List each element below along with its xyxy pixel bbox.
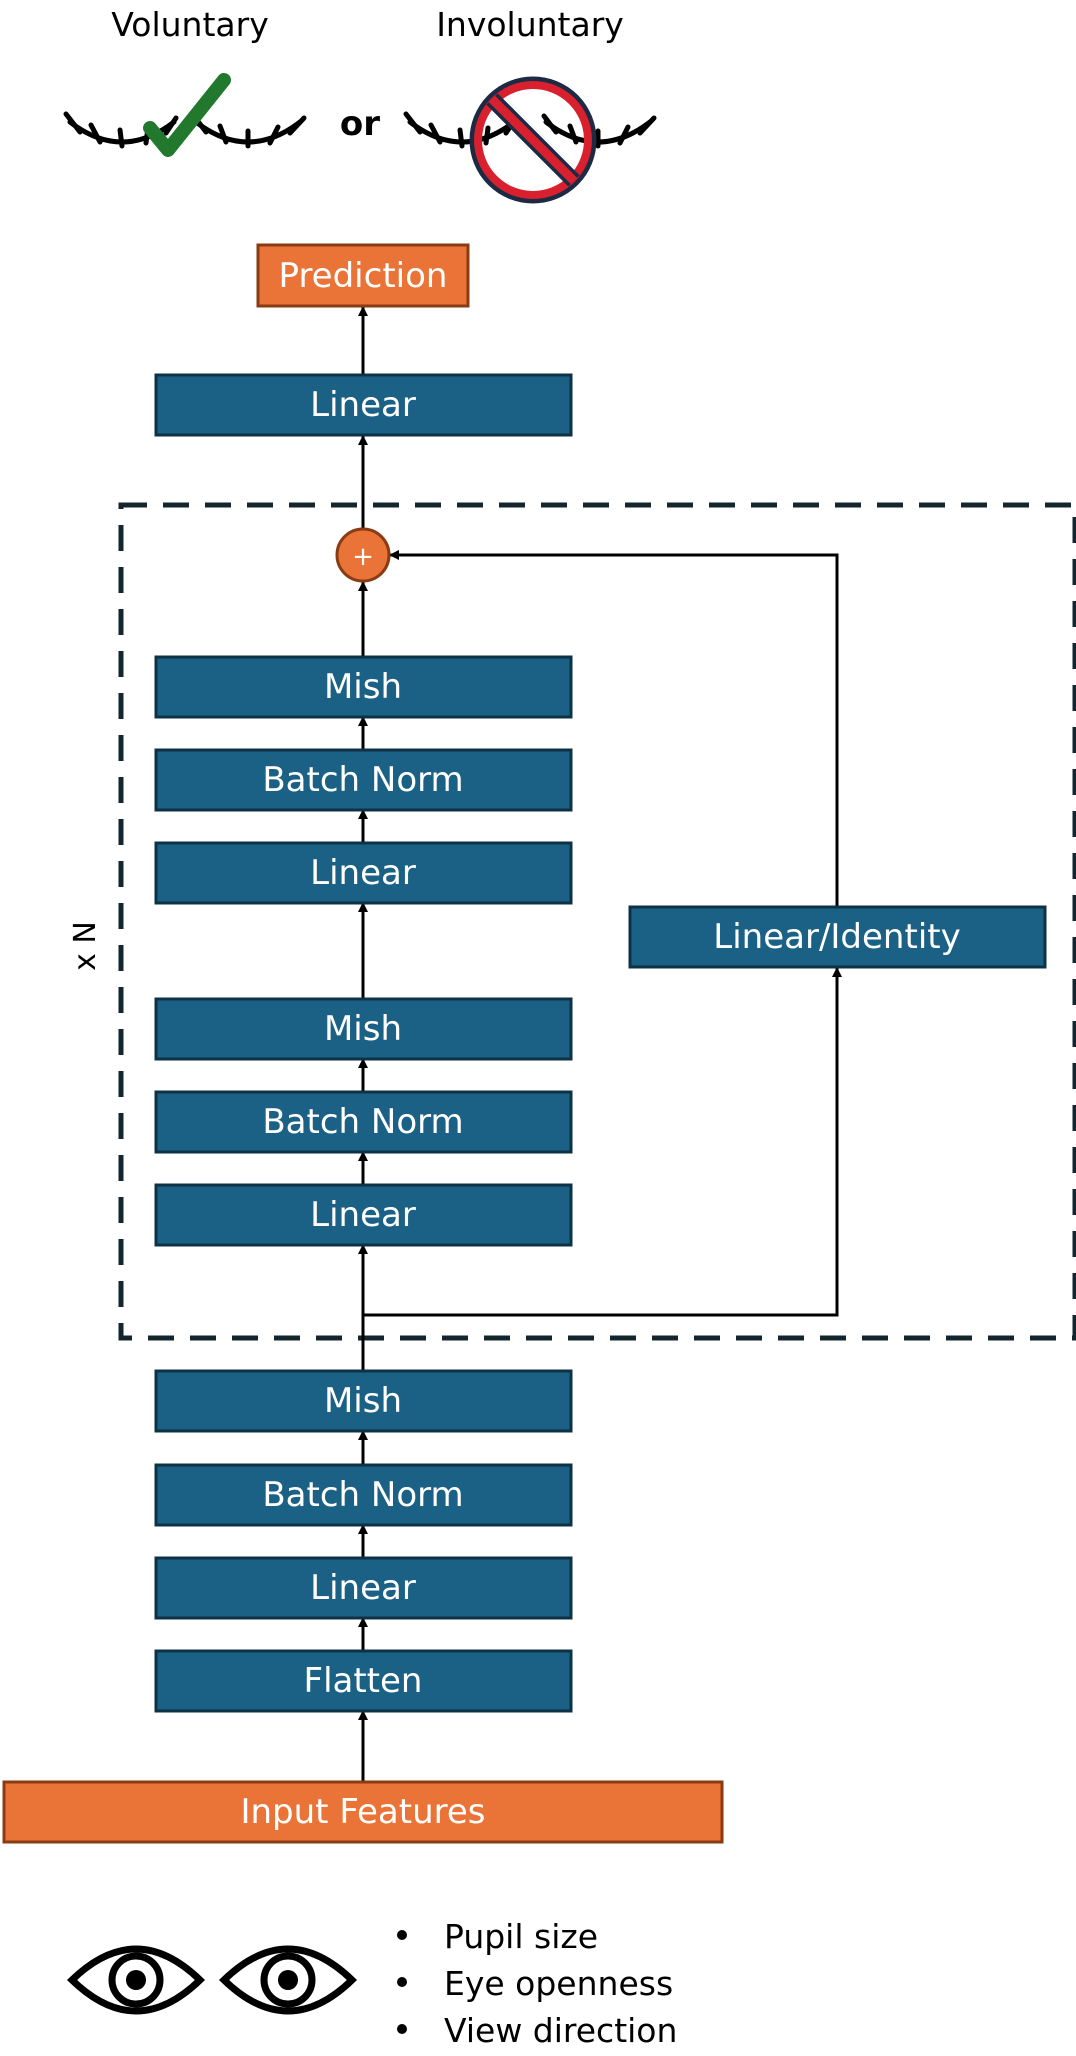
voluntary-label: Voluntary [111,5,268,44]
mish-block-2 [154,997,573,1061]
batch-norm-block-3 [154,1463,573,1527]
input-features-label: Input Features [240,1792,485,1832]
or-label: or [340,104,380,144]
input-features-block [2,1780,724,1844]
add-node [335,527,391,583]
closed-eyes-check-icon [63,73,307,157]
involuntary-label: Involuntary [436,5,624,44]
linear-block-top [154,373,573,437]
repeat-label: x N [68,921,103,971]
bullet-dot [397,2024,407,2034]
linear-3-label: Linear [310,1568,416,1608]
linear-block-1 [154,841,573,905]
bullet-dot [397,1930,407,1940]
linear-block-2 [154,1183,573,1247]
bullet-dot [397,1977,407,1987]
flatten-block [154,1649,573,1713]
mish-2-label: Mish [324,1009,402,1049]
feature-item: Eye openness [444,1964,673,2003]
mish-3-label: Mish [324,1381,402,1421]
closed-eyes-prohibited-icon [403,76,657,204]
linear-top-label: Linear [310,385,416,425]
open-eyes-icon [66,1945,358,2015]
feature-list: Pupil size Eye openness View direction [397,1917,677,2050]
batch-norm-block-2 [154,1090,573,1154]
linear-2-label: Linear [310,1195,416,1235]
add-symbol: + [352,542,374,572]
connectors [358,306,842,1781]
feature-item: View direction [444,2011,677,2050]
residual-block-frame [118,502,1076,1341]
flatten-label: Flatten [304,1661,423,1701]
linear-block-3 [154,1556,573,1620]
mish-block-3 [154,1369,573,1433]
batch-norm-2-label: Batch Norm [262,1102,463,1142]
mish-1-label: Mish [324,667,402,707]
batch-norm-block-1 [154,748,573,812]
batch-norm-3-label: Batch Norm [262,1475,463,1515]
feature-item: Pupil size [444,1917,598,1956]
skip-label: Linear/Identity [713,917,960,957]
prediction-block [256,243,470,308]
batch-norm-1-label: Batch Norm [262,760,463,800]
mish-block-1 [154,655,573,719]
linear-1-label: Linear [310,853,416,893]
skip-block [628,905,1047,969]
prediction-label: Prediction [279,256,448,296]
